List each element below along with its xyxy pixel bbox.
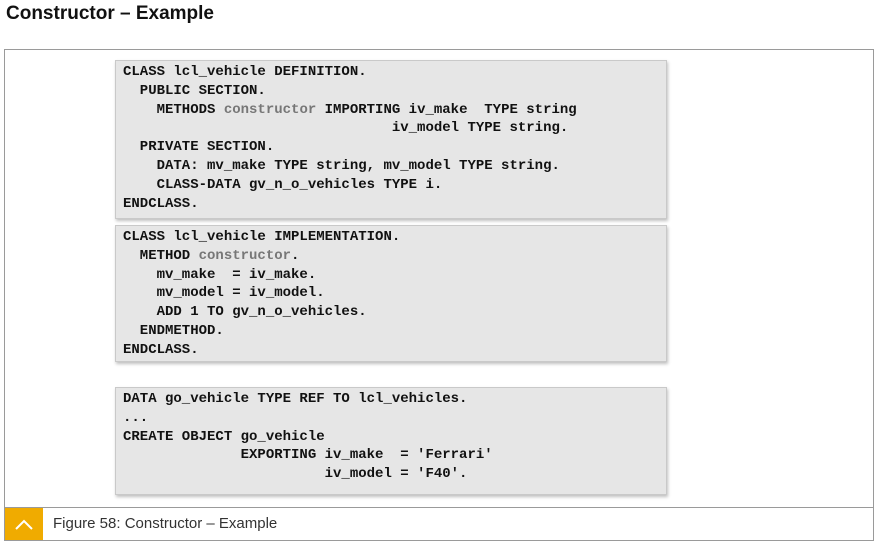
code-line: METHODS constructor IMPORTING iv_make TY… [123, 101, 577, 118]
code-line: iv_model = 'F40'. [123, 466, 468, 483]
code-line: ADD 1 TO gv_n_o_vehicles. [123, 304, 367, 321]
figure: CLASS lcl_vehicle DEFINITION. PUBLIC SEC… [4, 49, 874, 541]
code-line: CREATE OBJECT go_vehicle [123, 428, 325, 445]
figure-caption-bar: Figure 58: Constructor – Example [5, 507, 873, 540]
constructor-keyword: constructor [223, 101, 317, 118]
code-line: DATA go_vehicle TYPE REF TO lcl_vehicles… [123, 391, 468, 407]
code-line: PUBLIC SECTION. [123, 82, 266, 99]
code-block-definition: CLASS lcl_vehicle DEFINITION. PUBLIC SEC… [115, 60, 667, 219]
constructor-keyword: constructor [198, 247, 292, 264]
code-line: PRIVATE SECTION. [123, 139, 275, 156]
code-line: EXPORTING iv_make = 'Ferrari' [123, 447, 493, 464]
chevron-up-icon[interactable] [5, 508, 43, 540]
code-line: DATA: mv_make TYPE string, mv_model TYPE… [123, 157, 560, 174]
page-title: Constructor – Example [6, 3, 214, 24]
code-line: ENDCLASS. [123, 195, 199, 212]
code-line: mv_make = iv_make. [123, 266, 317, 283]
code-block-implementation: CLASS lcl_vehicle IMPLEMENTATION. METHOD… [115, 225, 667, 362]
code-block-usage: DATA go_vehicle TYPE REF TO lcl_vehicles… [115, 387, 667, 495]
code-line: CLASS lcl_vehicle DEFINITION. [123, 64, 367, 80]
code-line: ENDMETHOD. [123, 322, 224, 339]
code-line: ... [123, 409, 149, 426]
code-line: iv_model TYPE string. [123, 120, 569, 137]
figure-caption: Figure 58: Constructor – Example [53, 515, 278, 532]
code-line: CLASS-DATA gv_n_o_vehicles TYPE i. [123, 176, 443, 193]
code-line: mv_model = iv_model. [123, 285, 325, 302]
code-line: CLASS lcl_vehicle IMPLEMENTATION. [123, 229, 401, 245]
code-line: METHOD constructor. [123, 247, 300, 264]
code-line: ENDCLASS. [123, 341, 199, 358]
